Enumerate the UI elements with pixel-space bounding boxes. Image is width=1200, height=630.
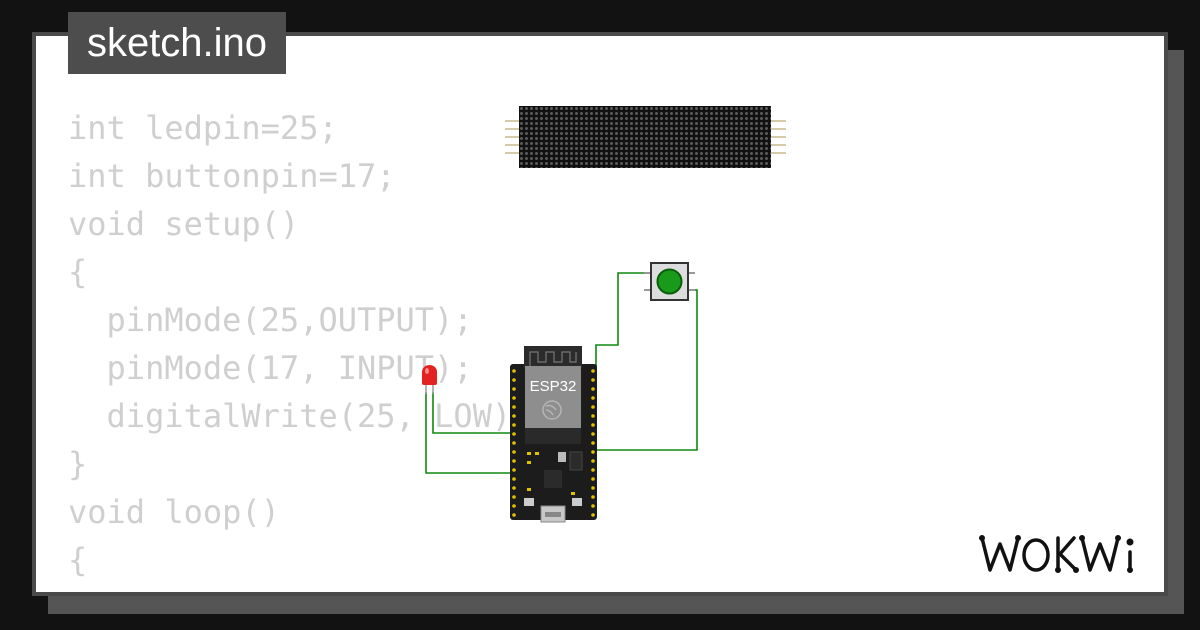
code-line: int buttonpin=17; (68, 157, 396, 195)
red-led[interactable] (422, 365, 437, 394)
espressif-logo-icon (542, 400, 562, 420)
code-line: int buttonstate=digitalRead(buttonpin); (68, 584, 858, 592)
code-line: int ledpin=25; (68, 109, 338, 147)
esp32-label: ESP32 (530, 378, 577, 395)
code-line: pinMode(17, INPUT); (68, 349, 473, 387)
code-line: } (68, 445, 88, 483)
wokwi-logo (979, 535, 1134, 573)
esp32-board[interactable]: ESP32 (510, 346, 597, 523)
code-line: void loop() (68, 493, 280, 531)
push-button[interactable] (644, 262, 695, 301)
code-line: void setup() (68, 205, 300, 243)
code-editor[interactable]: int ledpin=25; int buttonpin=17; void setu… (68, 104, 858, 592)
code-line: pinMode(25,OUTPUT); (68, 301, 473, 339)
file-tab-sketch[interactable]: sketch.ino (68, 12, 286, 74)
code-line: { (68, 253, 88, 291)
led-matrix-display[interactable] (505, 106, 786, 168)
code-line: { (68, 541, 88, 579)
